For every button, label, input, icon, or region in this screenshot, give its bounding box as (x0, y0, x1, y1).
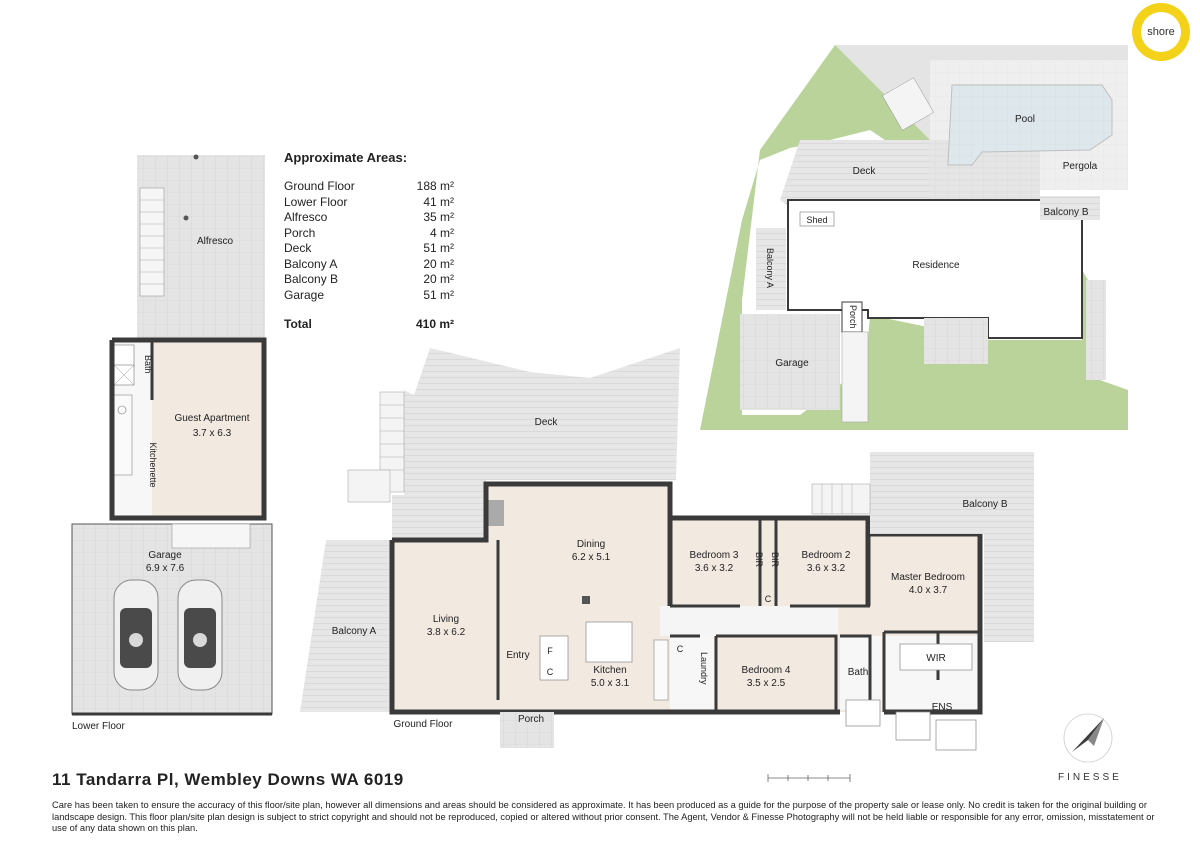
living-label: Living (433, 614, 459, 625)
bedroom-2-label: Bedroom 2 (802, 550, 851, 561)
garage-label: Garage (148, 550, 182, 561)
balcony-a-area (300, 540, 392, 712)
bath-label: Bath (143, 355, 153, 374)
deck-area (392, 348, 680, 540)
balcony-a-label: Balcony A (332, 626, 377, 637)
compass-icon (1063, 713, 1113, 763)
bedroom-3-label: Bedroom 3 (690, 550, 739, 561)
deck-label: Deck (535, 417, 559, 428)
site-deck-label: Deck (853, 166, 877, 177)
site-balcony-a-label: Balcony A (765, 248, 775, 288)
property-address: 11 Tandarra Pl, Wembley Downs WA 6019 (52, 770, 404, 789)
shore-logo-text: shore (1141, 12, 1181, 52)
scale-bar (767, 774, 851, 782)
site-garage-area (740, 314, 840, 410)
fridge-label: F (547, 646, 553, 656)
guest-apartment-dim: 3.7 x 6.3 (193, 428, 232, 439)
ground-floor-title: Ground Floor (394, 719, 454, 730)
areas-heading: Approximate Areas: (284, 150, 408, 165)
car-icon (113, 579, 159, 691)
alfresco-label: Alfresco (197, 236, 234, 247)
master-bedroom-label: Master Bedroom (891, 572, 965, 583)
laundry-label: Laundry (699, 652, 709, 685)
residence-label: Residence (912, 260, 960, 271)
balcony-b-label: Balcony B (962, 499, 1007, 510)
shore-logo: shore (1132, 3, 1190, 61)
bedroom-3-dim: 3.6 x 3.2 (695, 563, 734, 574)
porch-area (500, 712, 554, 748)
laundry-cupboard-label: C (677, 644, 684, 654)
lower-floor-title: Lower Floor (72, 721, 125, 732)
plan-labels: Alfresco Bath Kitchenette Guest Apartmen… (72, 114, 1098, 732)
site-balcony-b-label: Balcony B (1043, 207, 1088, 218)
master-bedroom-dim: 4.0 x 3.7 (909, 585, 948, 596)
kitchenette-label: Kitchenette (148, 442, 158, 487)
lower-garage-area (72, 524, 272, 714)
bedroom-4-dim: 3.5 x 2.5 (747, 678, 786, 689)
lower-floor-plan (71, 154, 273, 716)
pergola-label: Pergola (1063, 161, 1098, 172)
living-dim: 3.8 x 6.2 (427, 627, 466, 638)
bir-label-right: BIR (770, 552, 780, 568)
bedroom-4-label: Bedroom 4 (742, 665, 791, 676)
site-plan (700, 45, 1128, 430)
kitchen-dim: 5.0 x 3.1 (591, 678, 630, 689)
disclaimer-text: Care has been taken to ensure the accura… (52, 800, 1155, 833)
garage-dim: 6.9 x 7.6 (146, 563, 185, 574)
bath-ground-label: Bath (848, 667, 869, 678)
porch-label: Porch (518, 714, 544, 725)
bedroom-2-dim: 3.6 x 3.2 (807, 563, 846, 574)
guest-apartment-label: Guest Apartment (174, 413, 249, 424)
car-icon (177, 579, 223, 691)
ground-floor-plan (300, 348, 1034, 751)
site-balcony-b-area (1040, 196, 1100, 220)
kitchen-label: Kitchen (593, 665, 626, 676)
cupboard-label: C (547, 667, 554, 677)
site-porch-label: Porch (848, 305, 858, 329)
finesse-brand: FINESSE (1058, 772, 1122, 783)
dining-dim: 6.2 x 5.1 (572, 552, 611, 563)
dining-label: Dining (577, 539, 605, 550)
pool-label: Pool (1015, 114, 1035, 125)
wir-label: WIR (926, 653, 945, 664)
balcony-b-area (984, 452, 1034, 642)
entry-label: Entry (506, 650, 529, 661)
shed-label: Shed (806, 215, 827, 225)
ground-interior-floor (392, 486, 980, 712)
hall-cupboard-label: C (765, 594, 772, 604)
site-balcony-a-area (756, 228, 786, 310)
ens-label: ENS (932, 702, 953, 713)
site-garage-label: Garage (775, 358, 809, 369)
bir-label-left: BIR (754, 552, 764, 568)
